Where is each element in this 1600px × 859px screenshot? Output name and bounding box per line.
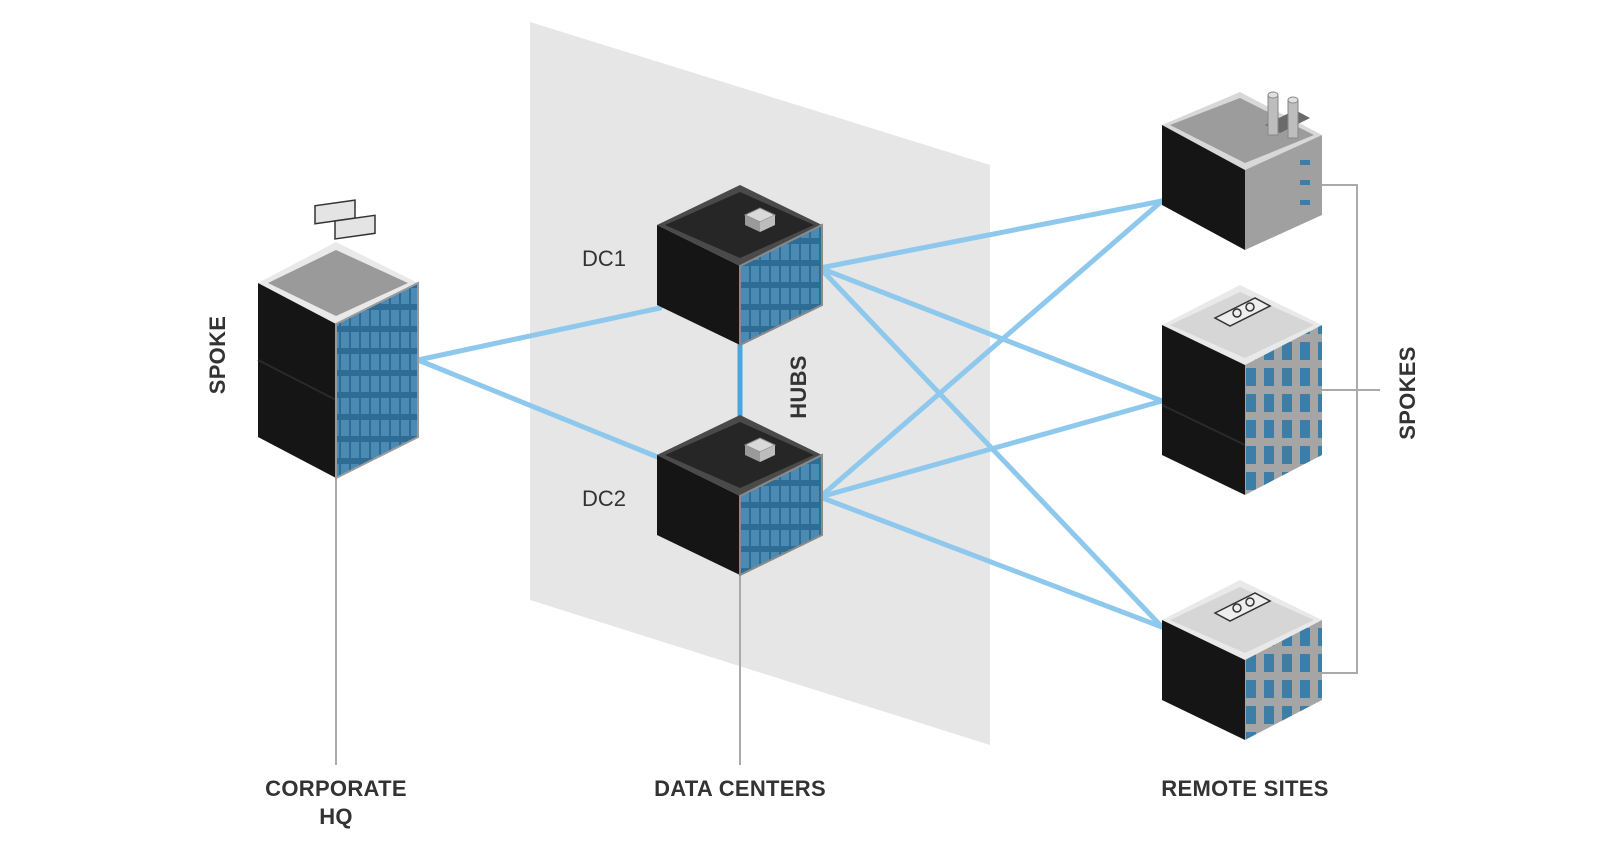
corporate-hq-building-icon [257,199,419,480]
network-links [415,198,1165,630]
small-office-icon [1162,580,1322,740]
link-dc2-factory [817,198,1165,500]
link-dc1-office [817,265,1165,404]
corporate-hq-label-line2: HQ [319,804,353,829]
hubs-label: HUBS [786,355,811,419]
dc2-building-icon [657,415,823,577]
dc2-label: DC2 [582,486,627,511]
corporate-hq-label-line1: CORPORATE [265,776,407,801]
spoke-label: SPOKE [205,315,230,395]
dc1-label: DC1 [582,246,627,271]
data-centers-label: DATA CENTERS [654,776,826,801]
remote-sites-label: REMOTE SITES [1161,776,1329,801]
factory-icon [1162,91,1322,250]
link-dc2-office [817,398,1165,500]
data-center-panel [530,22,990,745]
link-dc2-smalloffice [817,494,1165,630]
spokes-bracket [1322,184,1358,674]
corporate-hq-label: CORPORATE HQ [236,775,436,831]
link-dc1-factory [817,198,1165,271]
link-hq-dc1 [415,305,663,363]
dc1-building-icon [657,185,823,347]
office-building-icon [1161,285,1322,495]
spokes-label: SPOKES [1395,346,1420,440]
link-hq-dc2 [415,357,663,461]
